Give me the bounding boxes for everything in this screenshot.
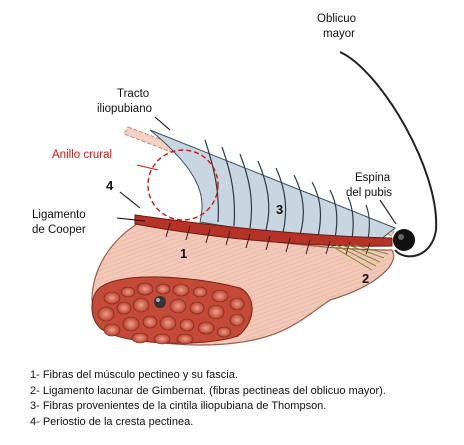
oblicuo-mayor-line [339, 51, 438, 258]
legend: 1- Fibras del músculo pectineo y su fasc… [30, 368, 460, 430]
label-anillo-crural: Anillo crural [52, 149, 112, 161]
number-2: 2 [362, 271, 369, 286]
number-4: 4 [106, 178, 114, 193]
lacunar-ligament [329, 244, 389, 271]
cooper-ligament-band [134, 214, 393, 247]
number-1: 1 [180, 246, 187, 261]
muscle-cross-section [91, 276, 253, 345]
label-oblicuo-1: Oblicuo [317, 13, 356, 25]
number-3: 3 [276, 202, 283, 217]
label-ligamento-2: de Cooper [32, 224, 86, 236]
label-tracto-1: Tracto [117, 88, 149, 100]
label-ligamento-1: Ligamento [32, 209, 86, 221]
legend-item-2: 2- Ligamento lacunar de Gimbernat. (fibr… [30, 384, 386, 397]
pubic-spine [393, 229, 415, 251]
pointer-lines [116, 116, 397, 225]
label-espina-2: del pubis [346, 187, 392, 199]
legend-item-4: 4- Periostio de la cresta pectinea. [30, 415, 194, 428]
label-oblicuo-2: mayor [323, 28, 355, 40]
fan-fibers [204, 139, 370, 240]
legend-item-3: 3- Fibras provenientes de la cintila ili… [30, 400, 327, 412]
anillo-crural-ring [147, 149, 219, 221]
legend-item-1: 1- Fibras del músculo pectineo y su fasc… [30, 369, 238, 381]
label-tracto-2: iliopubiano [97, 103, 152, 115]
label-espina-1: Espina [355, 172, 391, 184]
